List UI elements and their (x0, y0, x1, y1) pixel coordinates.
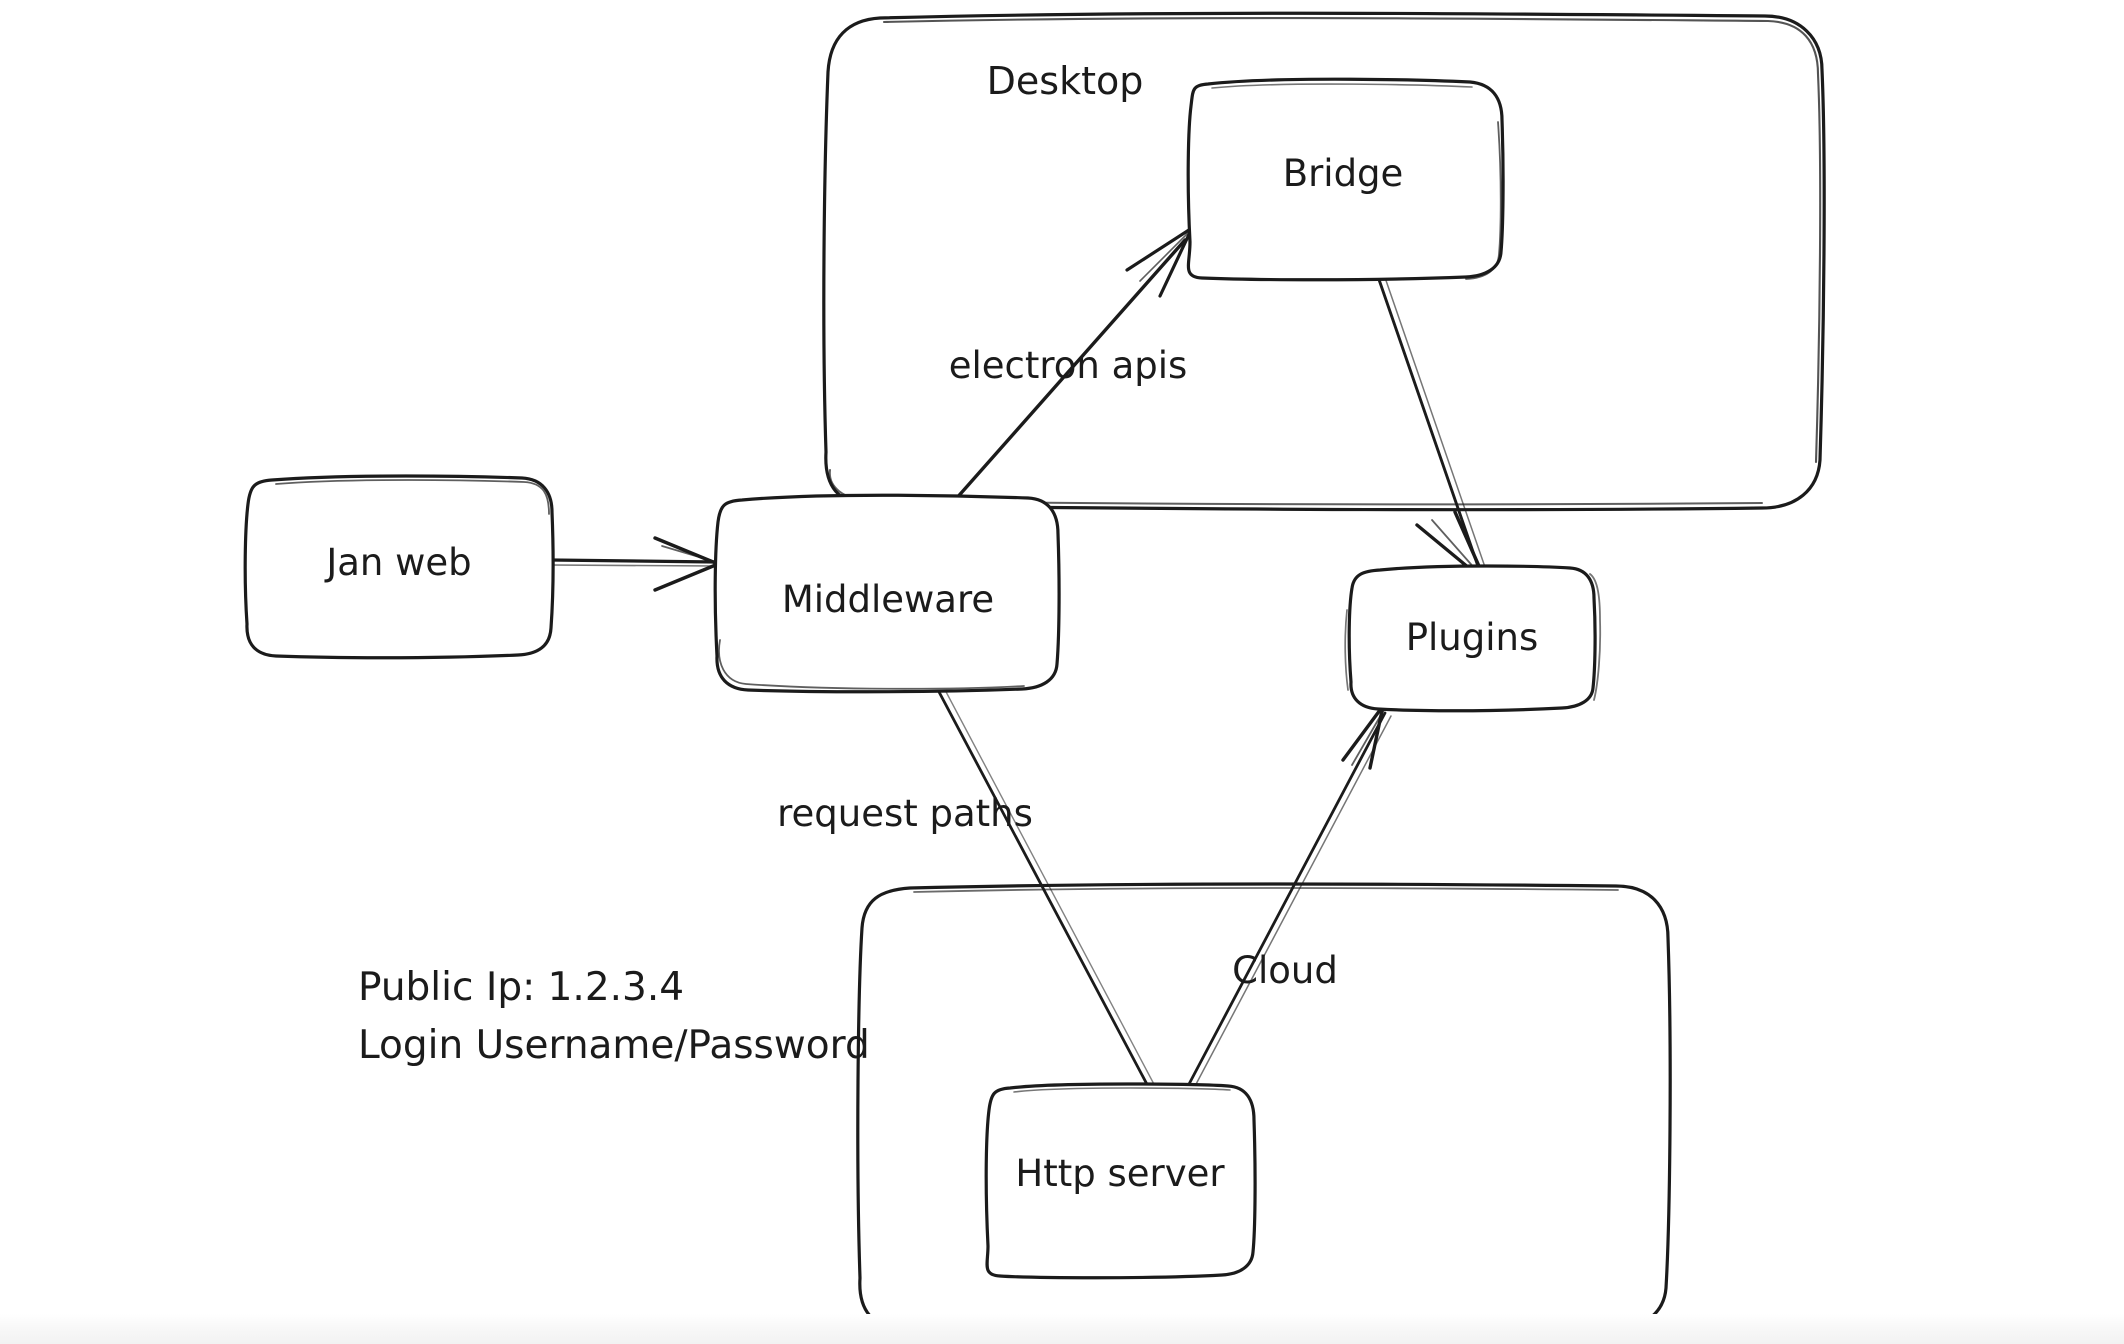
edge-http-server-plugins[interactable] (1186, 704, 1392, 1089)
node-plugins[interactable]: Plugins (1344, 564, 1602, 713)
note-login-credentials: Login Username/Password (358, 1023, 870, 1068)
edge-bridge-plugins[interactable] (1373, 265, 1488, 584)
group-label-desktop: Desktop (987, 59, 1144, 103)
node-label-plugins: Plugins (1406, 616, 1539, 659)
node-middleware[interactable]: Middleware (713, 493, 1061, 694)
node-label-jan-web: Jan web (324, 541, 471, 584)
node-label-bridge: Bridge (1283, 152, 1404, 195)
node-jan-web[interactable]: Jan web (243, 474, 555, 660)
node-bridge[interactable]: Bridge (1186, 77, 1505, 282)
node-label-http-server: Http server (1015, 1152, 1225, 1195)
node-label-middleware: Middleware (782, 578, 994, 621)
note-public-ip: Public Ip: 1.2.3.4 (358, 965, 684, 1010)
node-http-server[interactable]: Http server (984, 1082, 1257, 1280)
edge-label-electron-apis: electron apis (949, 344, 1188, 387)
edge-middleware-bridge[interactable] (953, 226, 1194, 502)
edge-label-request-paths: request paths (777, 792, 1033, 835)
edge-middleware-http-server[interactable] (936, 687, 1157, 1092)
edge-jan-web-middleware[interactable] (549, 536, 720, 592)
edge-label-cloud: Cloud (1232, 949, 1338, 992)
